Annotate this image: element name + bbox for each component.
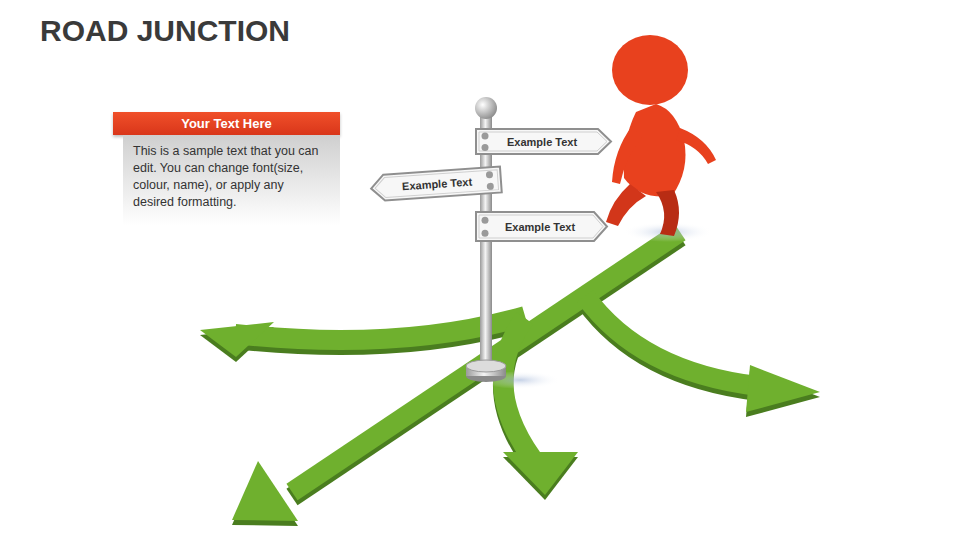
page-title: ROAD JUNCTION <box>40 14 290 48</box>
road-arrows <box>200 232 820 526</box>
signpost-board: Example Text <box>475 211 608 242</box>
road-arrow-side <box>235 237 758 497</box>
box-heading: Your Text Here <box>113 112 340 135</box>
road-arrow-top <box>235 232 758 492</box>
sign-label: Example Text <box>507 136 577 148</box>
road-arrowhead-top <box>200 322 820 521</box>
sign-label: Example Text <box>505 221 575 233</box>
box-body: This is a sample text that you can edit.… <box>123 135 340 225</box>
walking-figure <box>606 35 716 236</box>
signpost-board: Example Text <box>475 128 612 155</box>
text-box: Your Text HereThis is a sample text that… <box>113 112 340 225</box>
